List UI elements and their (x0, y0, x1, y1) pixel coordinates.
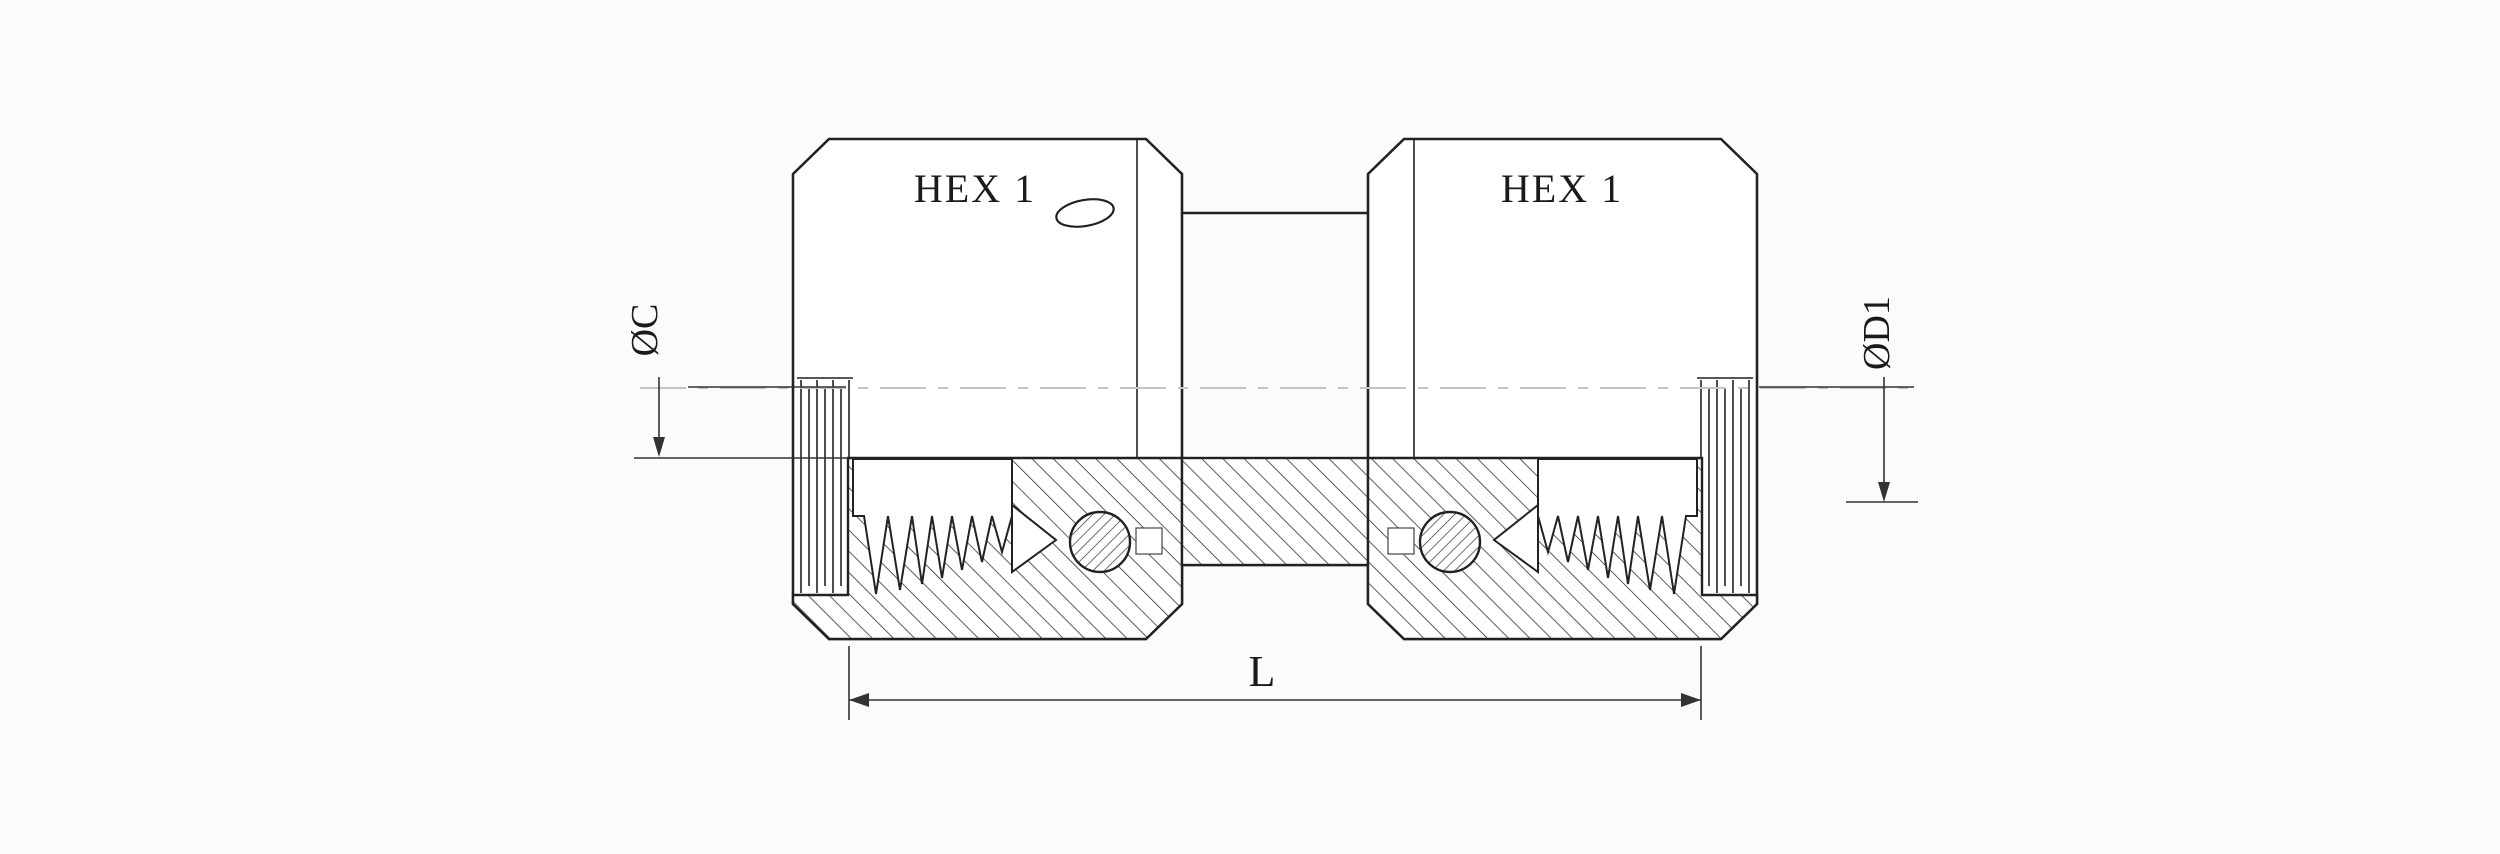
dim-d1-label: ØD1 (1856, 296, 1898, 370)
dim-c-label: ØC (624, 304, 666, 357)
dim-c-arrowhead (653, 437, 665, 457)
dim-l-arrowhead-left (849, 693, 869, 707)
stamp-mark-ellipse (1055, 198, 1115, 228)
dim-l-label: L (1249, 647, 1276, 696)
right-hex-label: HEX 1 (1501, 166, 1623, 211)
seal-assembly-right (1387, 502, 1539, 574)
cutting-cone-right (1492, 502, 1539, 574)
ball-seal-right (1418, 510, 1482, 574)
ball-seal-left (1068, 510, 1132, 574)
tube-gap-left (1135, 527, 1163, 555)
thread-profile-left (852, 458, 1013, 595)
thread-profile-right (1537, 458, 1698, 595)
seal-assembly-left (1011, 502, 1163, 574)
dimension-c: ØC (624, 304, 848, 459)
dimension-l: L (848, 646, 1702, 720)
dim-d1-arrowhead (1878, 482, 1890, 502)
left-hex-label: HEX 1 (914, 166, 1036, 211)
dimension-d1: ØD1 (1759, 296, 1918, 503)
cutting-cone-left (1011, 502, 1058, 574)
section-center-wall (1180, 456, 1370, 567)
dim-l-arrowhead-right (1681, 693, 1701, 707)
tube-gap-right (1387, 527, 1415, 555)
